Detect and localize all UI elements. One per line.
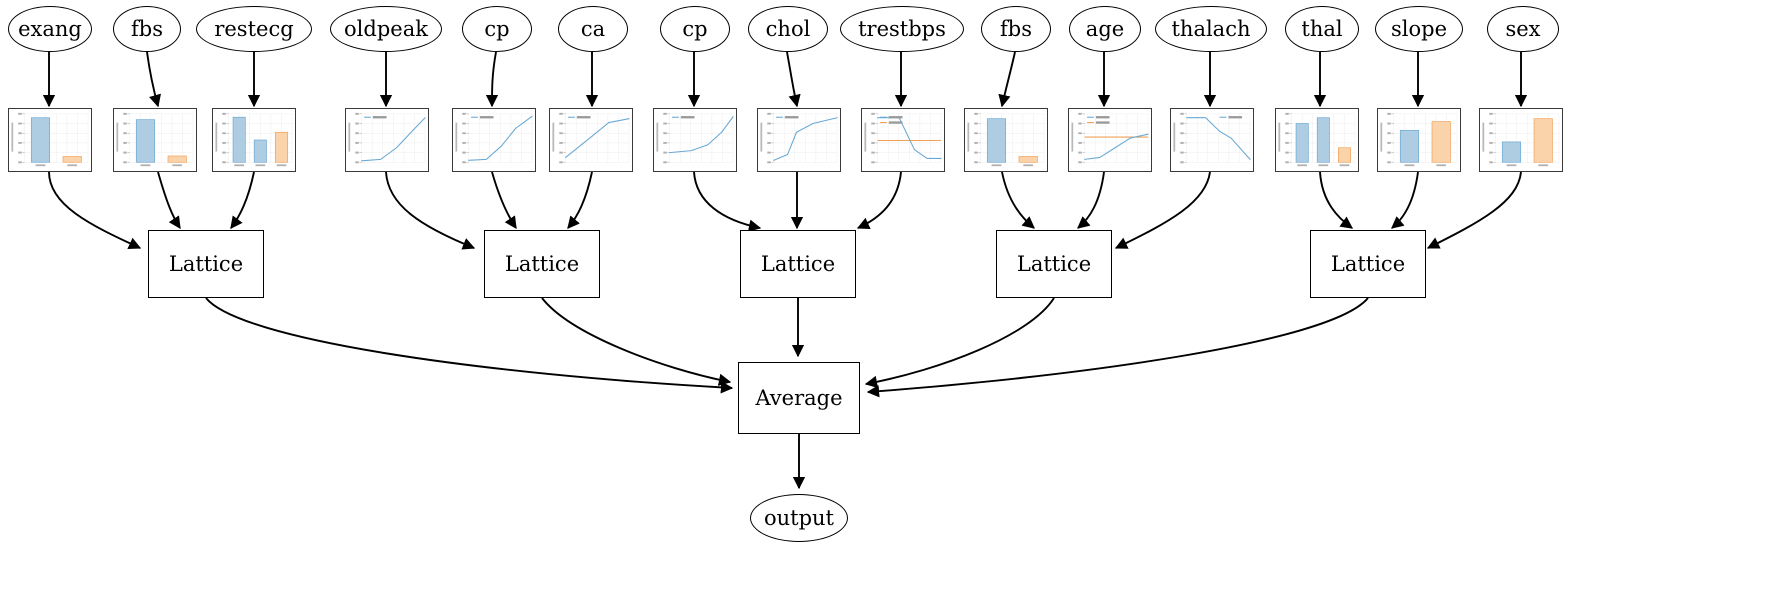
- restecg-calibrator-plot[interactable]: [212, 108, 296, 172]
- lattice-label: Lattice: [760, 252, 836, 276]
- input-node-slope[interactable]: slope: [1375, 6, 1463, 52]
- plot-area: [862, 109, 944, 171]
- output-node[interactable]: output: [750, 494, 848, 542]
- average-node[interactable]: Average: [738, 362, 860, 434]
- input-node-label: chol: [765, 17, 811, 41]
- lattice-label: Lattice: [1330, 252, 1406, 276]
- input-node-restecg[interactable]: restecg: [196, 6, 312, 52]
- lattice-label: Lattice: [168, 252, 244, 276]
- input-node-label: trestbps: [858, 17, 946, 41]
- input-node-label: exang: [18, 17, 82, 41]
- age-calibrator-plot[interactable]: [1068, 108, 1152, 172]
- input-node-cp-1[interactable]: cp: [462, 6, 532, 52]
- input-node-label: ca: [580, 17, 606, 41]
- input-node-label: slope: [1390, 17, 1447, 41]
- thal-calibrator-plot[interactable]: [1275, 108, 1359, 172]
- lattice-node-2[interactable]: Lattice: [484, 230, 600, 298]
- plot-area: [1480, 109, 1562, 171]
- plot-area: [453, 109, 535, 171]
- lattice-node-3[interactable]: Lattice: [740, 230, 856, 298]
- input-node-trestbps[interactable]: trestbps: [840, 6, 964, 52]
- input-node-label: cp: [484, 17, 510, 41]
- plot-area: [1378, 109, 1460, 171]
- input-node-label: sex: [1505, 17, 1541, 41]
- lattice-label: Lattice: [1016, 252, 1092, 276]
- plot-area: [1069, 109, 1151, 171]
- input-node-ca[interactable]: ca: [558, 6, 628, 52]
- input-node-oldpeak[interactable]: oldpeak: [330, 6, 442, 52]
- lattice-node-5[interactable]: Lattice: [1310, 230, 1426, 298]
- plot-area: [550, 109, 632, 171]
- plot-area: [213, 109, 295, 171]
- chol-calibrator-plot[interactable]: [757, 108, 841, 172]
- cp-calibrator-1-plot[interactable]: [452, 108, 536, 172]
- input-node-label: age: [1085, 17, 1125, 41]
- input-node-fbs-2[interactable]: fbs: [981, 6, 1051, 52]
- input-node-thalach[interactable]: thalach: [1155, 6, 1267, 52]
- ca-calibrator-plot[interactable]: [549, 108, 633, 172]
- oldpeak-calibrator-plot[interactable]: [345, 108, 429, 172]
- sex-calibrator-plot[interactable]: [1479, 108, 1563, 172]
- plot-area: [758, 109, 840, 171]
- input-node-label: restecg: [214, 17, 294, 41]
- input-node-thal[interactable]: thal: [1285, 6, 1359, 52]
- fbs-calibrator-1-plot[interactable]: [113, 108, 197, 172]
- plot-area: [114, 109, 196, 171]
- plot-area: [965, 109, 1047, 171]
- exang-calibrator-plot[interactable]: [8, 108, 92, 172]
- input-node-chol[interactable]: chol: [748, 6, 828, 52]
- fbs-calibrator-2-plot[interactable]: [964, 108, 1048, 172]
- plot-area: [1276, 109, 1358, 171]
- input-node-label: oldpeak: [344, 17, 428, 41]
- input-node-label: fbs: [1000, 17, 1032, 41]
- input-node-label: fbs: [131, 17, 163, 41]
- average-label: Average: [755, 386, 843, 410]
- input-node-exang[interactable]: exang: [8, 6, 92, 52]
- lattice-node-4[interactable]: Lattice: [996, 230, 1112, 298]
- lattice-label: Lattice: [504, 252, 580, 276]
- plot-area: [1171, 109, 1253, 171]
- plot-area: [346, 109, 428, 171]
- thalach-calibrator-plot[interactable]: [1170, 108, 1254, 172]
- trestbps-calibrator-plot[interactable]: [861, 108, 945, 172]
- input-node-label: cp: [682, 17, 708, 41]
- plot-area: [9, 109, 91, 171]
- input-node-fbs-1[interactable]: fbs: [113, 6, 181, 52]
- cp-calibrator-2-plot[interactable]: [653, 108, 737, 172]
- plot-area: [654, 109, 736, 171]
- input-node-label: thalach: [1171, 17, 1251, 41]
- input-node-label: thal: [1301, 17, 1343, 41]
- output-label: output: [763, 506, 834, 530]
- input-node-cp-2[interactable]: cp: [660, 6, 730, 52]
- input-node-age[interactable]: age: [1069, 6, 1141, 52]
- lattice-node-1[interactable]: Lattice: [148, 230, 264, 298]
- input-node-sex[interactable]: sex: [1487, 6, 1559, 52]
- slope-calibrator-plot[interactable]: [1377, 108, 1461, 172]
